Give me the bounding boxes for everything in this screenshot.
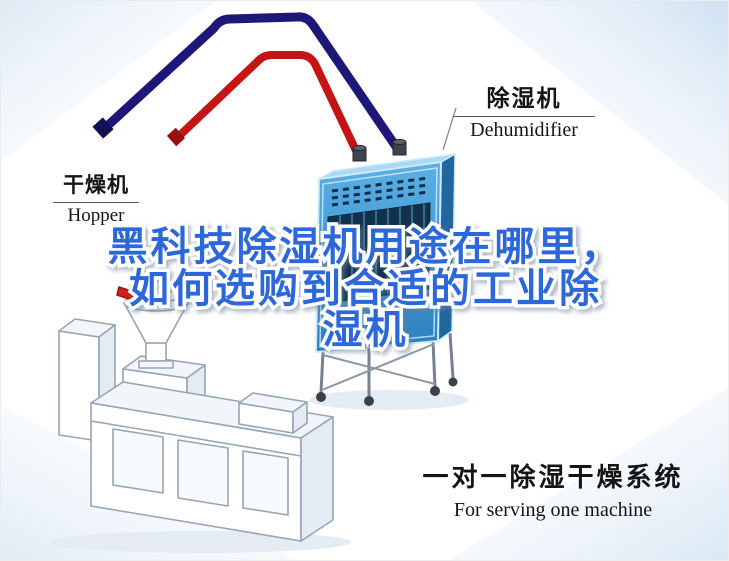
hopper-machine-graphic [58, 273, 334, 542]
hopper-label-en: Hopper [67, 205, 125, 226]
hose-ports [352, 138, 407, 162]
pipe-navy [100, 12, 403, 154]
dehumidifier-label-en: Dehumidifier [470, 119, 578, 141]
dehumidifier-pointer-line [442, 107, 457, 151]
pipe-red-fitting [166, 127, 186, 147]
pipe-red [174, 51, 363, 159]
dehumidifier-graphic [314, 138, 458, 406]
hopper-label: 干燥机 Hopper [53, 169, 139, 227]
hopper-label-zh: 干燥机 [53, 169, 139, 203]
dehumidifier-label: 除湿机 Dehumidifier [453, 79, 595, 142]
page-title: 黑科技除湿机用途在哪里， 如何选购到合适的工业除 湿机 [31, 223, 700, 354]
page-title-line-3: 湿机 [319, 306, 409, 354]
pipe-navy-fitting [92, 117, 114, 139]
caster-wheels [316, 377, 458, 406]
dehumidifier-label-zh: 除湿机 [453, 79, 595, 117]
system-caption-en: For serving one machine [453, 499, 653, 521]
page-title-line-2: 如何选购到合适的工业除 [126, 265, 603, 313]
page-title-line-1: 黑科技除湿机用途在哪里， [104, 223, 624, 271]
hopper-valve-icon [116, 286, 143, 302]
system-caption-zh: 一对一除湿干燥系统 [422, 462, 684, 492]
system-caption: 一对一除湿干燥系统 For serving one machine [403, 457, 703, 522]
